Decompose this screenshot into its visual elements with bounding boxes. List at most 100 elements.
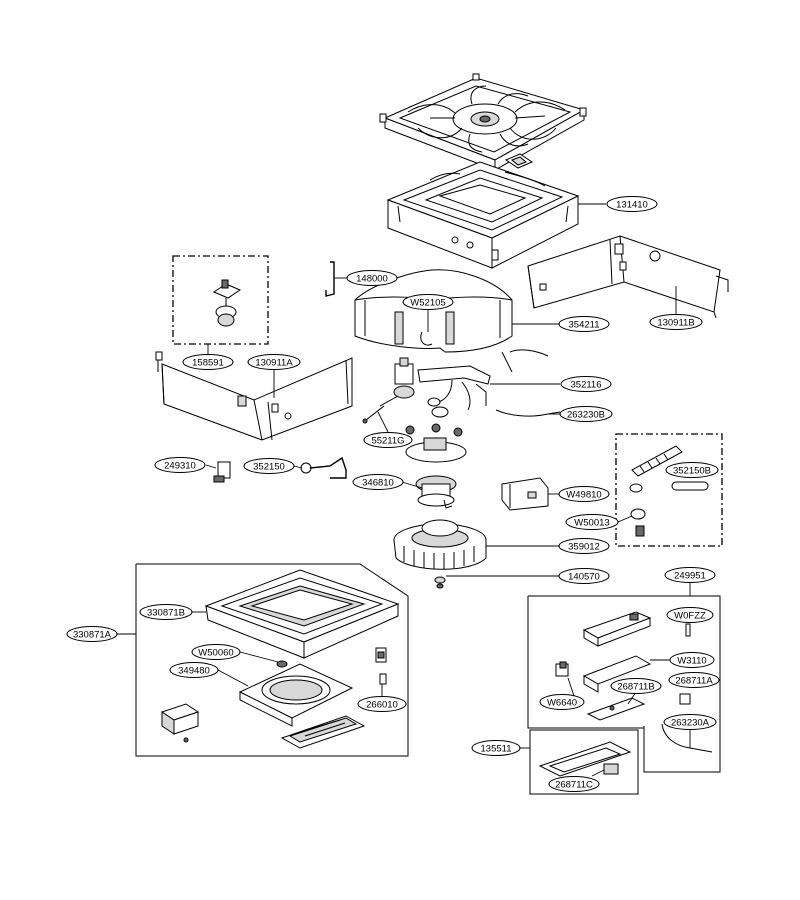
label-text: 354211 [569, 320, 600, 331]
label-text: 268711C [555, 780, 593, 791]
label-text: 330871B [147, 608, 185, 619]
detail-box-135511 [529, 729, 639, 795]
label-330871B: 330871B [139, 604, 193, 620]
label-text: 268711B [617, 682, 654, 693]
label-349480: 349480 [169, 662, 219, 678]
label-268711C: 268711C [548, 776, 600, 792]
label-131410: 131410 [606, 196, 658, 212]
label-W49810: W49810 [558, 486, 610, 502]
pipe-assembly [417, 349, 549, 418]
washer-W50060 [276, 660, 288, 668]
label-text: 359012 [568, 542, 600, 553]
screw [635, 525, 645, 537]
label-359012: 359012 [558, 538, 610, 554]
label-text: 346810 [362, 478, 394, 489]
label-text: W50060 [198, 648, 233, 659]
label-354211: 354211 [558, 316, 610, 332]
label-268711A: 268711A [668, 672, 720, 688]
part-cluster-158591 [212, 279, 242, 327]
label-249951: 249951 [664, 567, 716, 583]
heat-exchanger [354, 269, 513, 353]
fan-nut [434, 576, 446, 589]
turbo-fan [393, 519, 487, 570]
label-W0FZZ: W0FZZ [666, 607, 714, 623]
side-panel-left [155, 351, 353, 441]
label-text: 131410 [616, 200, 648, 211]
label-text: 330871A [73, 630, 112, 641]
detail-box-330871A [135, 563, 409, 757]
label-text: W52105 [410, 298, 445, 309]
filter-clip [504, 153, 534, 169]
relay-W6640 [555, 661, 569, 677]
label-330871A: 330871A [66, 626, 118, 642]
label-130911A: 130911A [247, 354, 301, 370]
label-55211G: 55211G [363, 432, 413, 448]
clamp [630, 508, 646, 520]
part-249310 [213, 461, 231, 483]
grille-frame [204, 569, 400, 659]
label-text: 130911A [255, 358, 293, 369]
bracket-148000 [325, 261, 335, 297]
label-text: 349480 [178, 666, 210, 677]
mount-plate [538, 741, 632, 777]
label-266010: 266010 [357, 696, 407, 712]
label-text: 140570 [568, 572, 600, 583]
label-text: 55211G [371, 436, 404, 447]
washer [629, 483, 643, 493]
detail-box-249951 [527, 595, 721, 773]
label-text: W49810 [566, 490, 601, 501]
detail-box-158591 [172, 255, 269, 345]
label-352150B: 352150B [665, 462, 719, 478]
expansion-valve [362, 357, 415, 424]
connector-266010 [375, 647, 387, 685]
pcb-housing [582, 611, 652, 647]
label-W50060: W50060 [191, 644, 241, 660]
label-text: 266010 [366, 700, 398, 711]
pcb-W3110 [582, 655, 652, 693]
label-text: 249310 [164, 461, 196, 472]
drain-pan-top [379, 73, 587, 171]
label-352116: 352116 [560, 376, 612, 392]
pcb-268711B [586, 697, 646, 721]
control-box-cover [501, 477, 549, 511]
part-268711C [603, 763, 619, 775]
motor-bracket [405, 423, 467, 463]
label-text: 263230A [671, 718, 710, 729]
label-text: W6640 [547, 698, 577, 709]
label-text: W0FZZ [674, 611, 706, 622]
drain-hose [631, 445, 683, 477]
label-148000: 148000 [346, 270, 398, 286]
label-158591: 158591 [182, 354, 234, 370]
label-text: 249951 [674, 571, 706, 582]
label-text: 148000 [356, 274, 388, 285]
leader-lines [116, 203, 691, 777]
label-346810: 346810 [352, 474, 404, 490]
label-text: 158591 [192, 358, 224, 369]
fan-motor [415, 475, 457, 509]
part-268711A [679, 693, 691, 705]
label-text: 352150 [253, 462, 285, 473]
display-box [160, 703, 200, 743]
label-140570: 140570 [558, 568, 610, 584]
label-text: 352116 [571, 380, 602, 391]
side-panel-right [527, 235, 729, 319]
label-352150: 352150 [243, 458, 295, 474]
label-135511: 135511 [471, 740, 521, 756]
detail-box-352150B [615, 433, 723, 547]
pipe-sleeve [671, 481, 709, 491]
sensor-wire-263230B [495, 409, 561, 417]
label-249310: 249310 [154, 457, 206, 473]
label-W6640: W6640 [539, 694, 585, 710]
label-text: 135511 [481, 744, 512, 755]
label-263230A: 263230A [663, 714, 717, 730]
fan-guard [238, 663, 354, 727]
filter-panel [280, 715, 366, 749]
label-W3110: W3110 [669, 652, 715, 668]
label-text: W50013 [574, 518, 609, 529]
label-text: 263230B [567, 410, 605, 421]
frame-box [386, 161, 580, 269]
label-W52105: W52105 [402, 294, 454, 310]
label-text: 352150B [673, 466, 711, 477]
label-W50013: W50013 [565, 514, 619, 530]
